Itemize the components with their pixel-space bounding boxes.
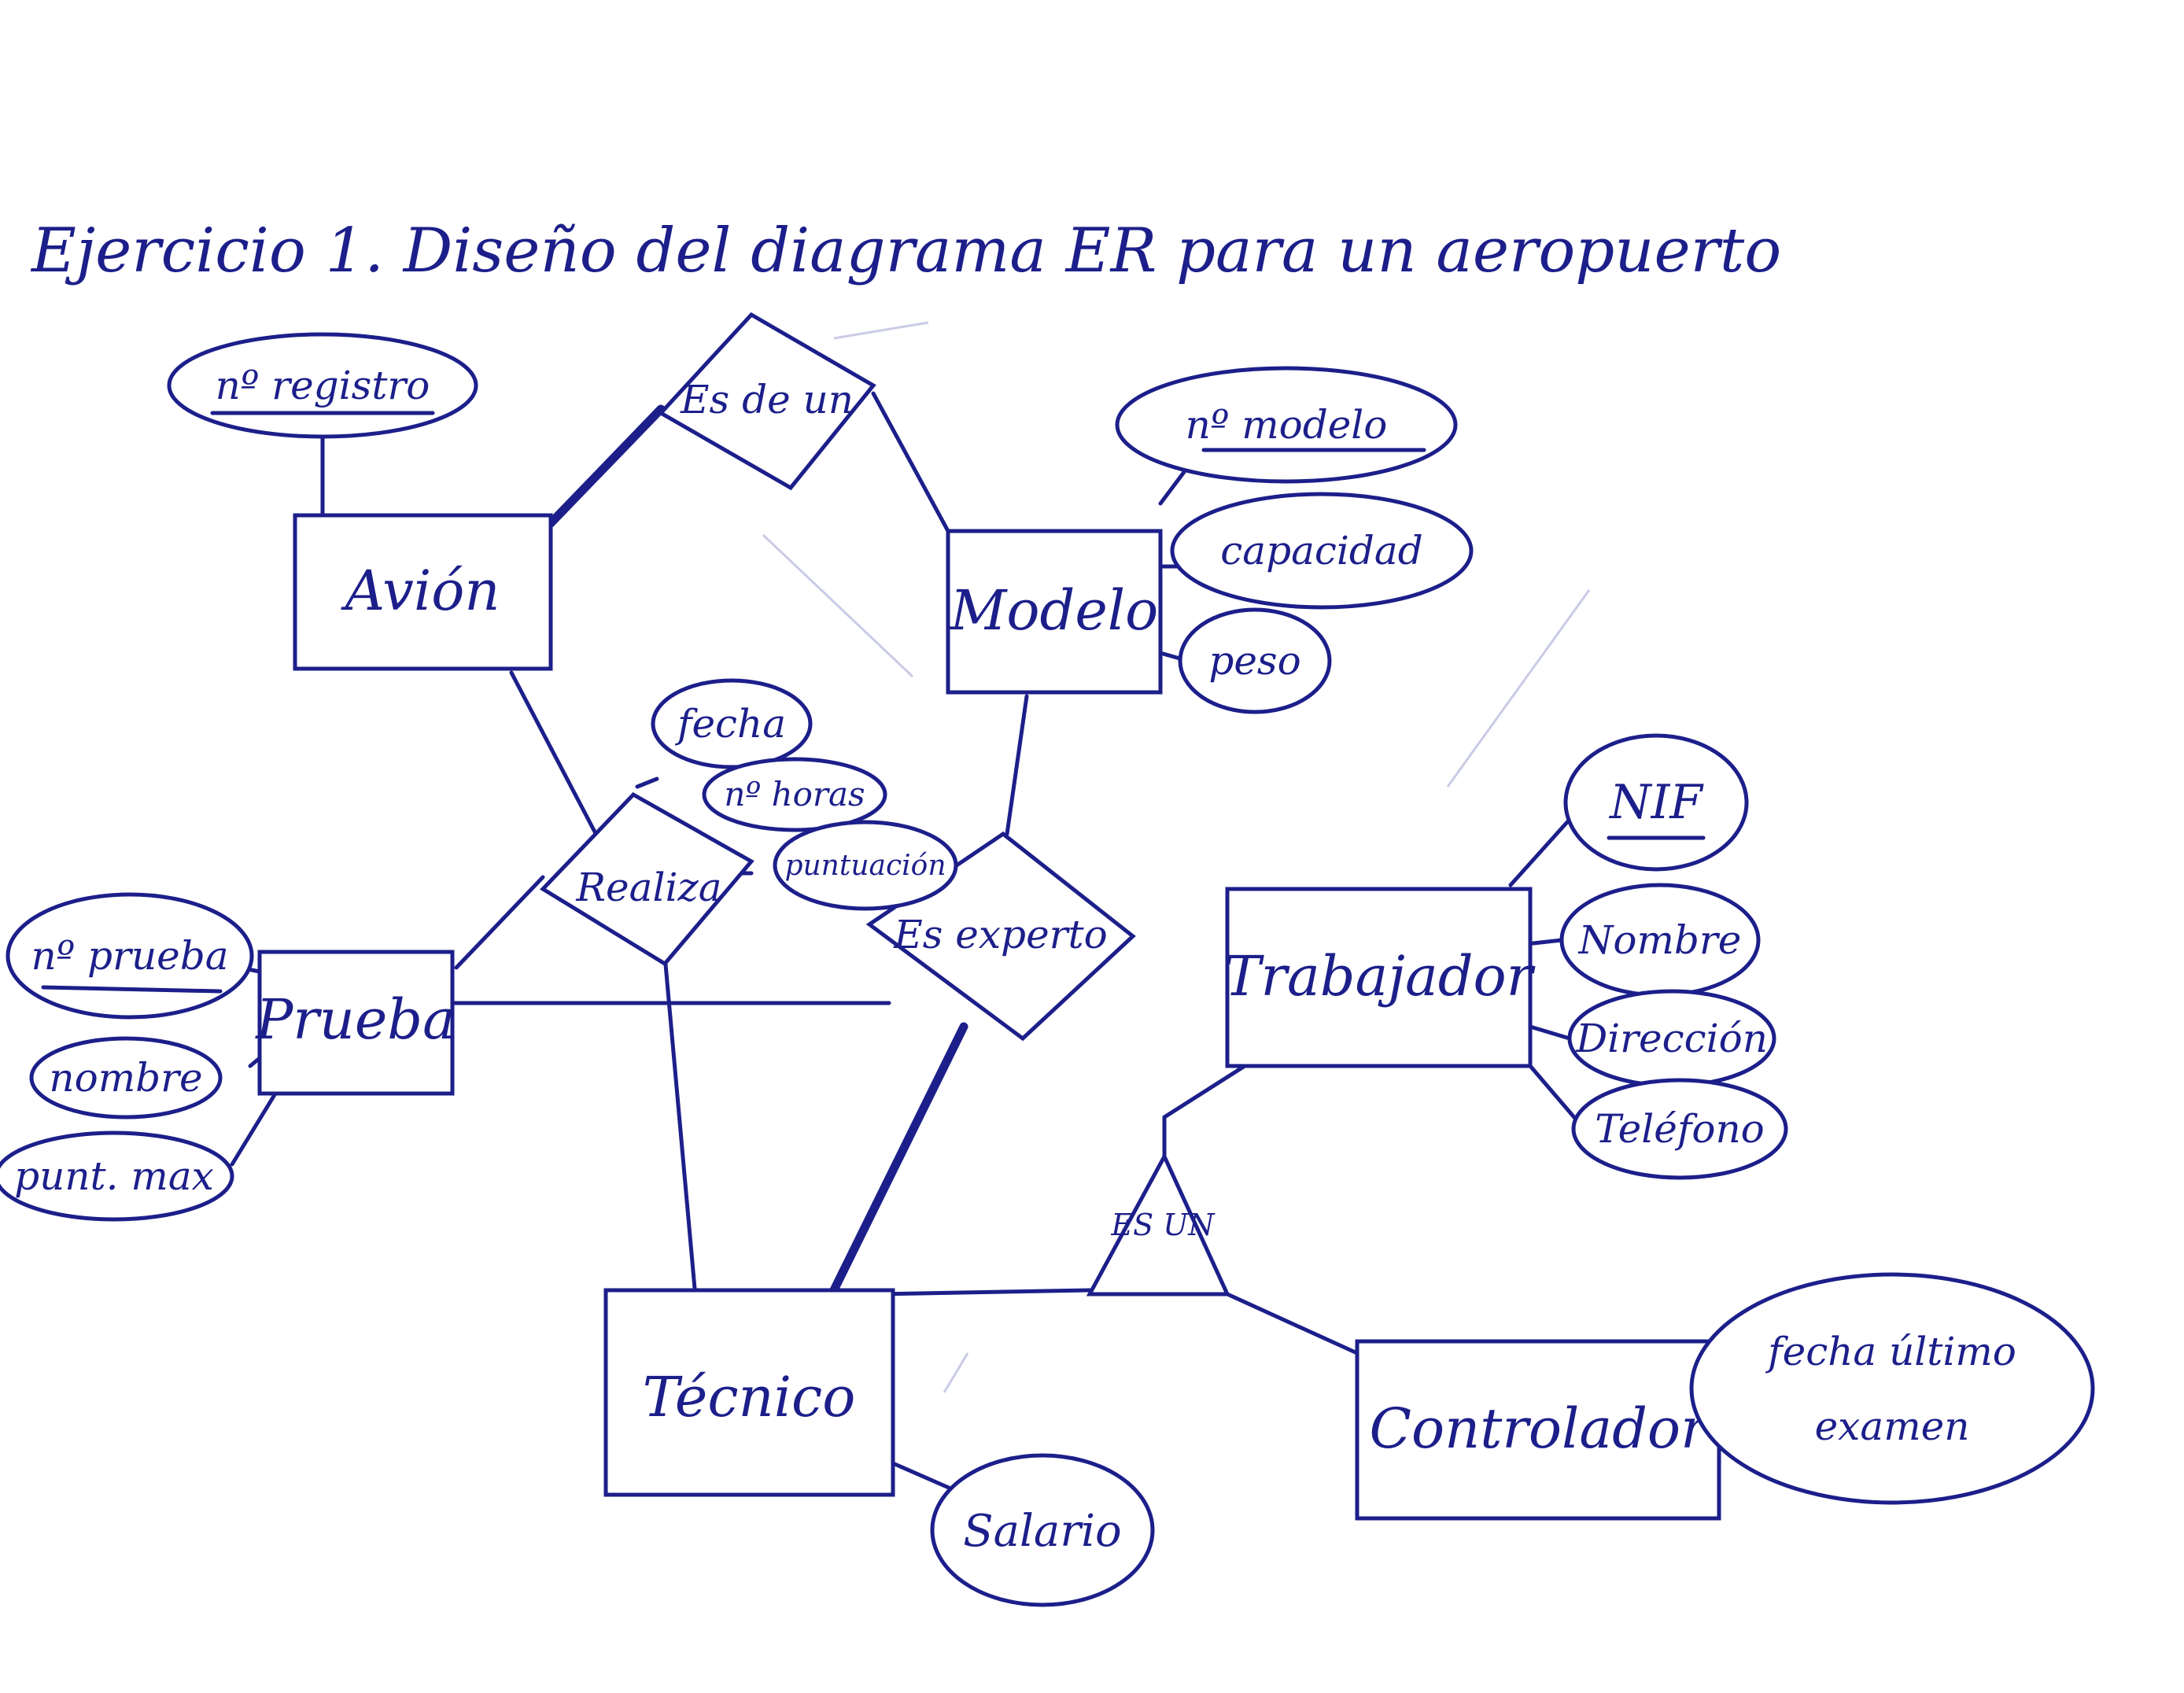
relationship-es-de-un: Es de un [658,312,876,491]
entity-controlador-label: Controlador [1369,1396,1710,1461]
attr-realiza-fecha: fecha [651,678,813,769]
attr-prueba-nombre: nombre [29,1036,223,1119]
entity-tecnico-label: Técnico [643,1365,856,1429]
attr-modelo-peso-label: peso [1208,638,1300,684]
attr-prueba-nombre-label: nombre [49,1055,202,1101]
attr-controlador-fecha-line2: examen [1815,1403,1970,1449]
entity-avion-label: Avión [341,559,500,623]
entity-controlador: Controlador [1355,1339,1721,1521]
attr-trabajador-nombre-label: Nombre [1578,917,1742,963]
attr-modelo-num: nº modelo [1115,366,1458,484]
attr-trabajador-telefono-label: Teléfono [1595,1106,1765,1152]
entity-tecnico: Técnico [603,1288,895,1497]
entity-avion: Avión [293,513,553,671]
isa-triangle: ES UN [1086,1152,1230,1296]
attr-modelo-capacidad-label: capacidad [1220,528,1422,574]
attr-trabajador-direccion-label: Dirección [1575,1016,1768,1061]
attr-prueba-num: nº prueba [6,892,254,1020]
attr-avion-registro-label: nº registro [216,363,430,408]
attr-tecnico-salario-label: Salario [963,1506,1121,1557]
attr-modelo-peso: peso [1178,607,1332,714]
attr-prueba-punt-max: punt. max [0,1131,234,1222]
entity-trabajador-label: Trabajador [1224,944,1536,1009]
entity-trabajador: Trabajador [1224,887,1536,1068]
relationship-es-de-un-label: Es de un [680,377,854,422]
attr-realiza-horas: nº horas [702,757,887,832]
entity-modelo-label: Modelo [949,578,1159,643]
attr-realiza-horas-label: nº horas [724,775,865,813]
attr-prueba-num-label: nº prueba [31,933,228,979]
attr-trabajador-nif: NIF [1563,733,1749,872]
relationship-realiza-label: Realiza [575,865,721,910]
attr-modelo-num-label: nº modelo [1186,402,1388,448]
entity-prueba: Prueba [254,950,456,1096]
entity-modelo: Modelo [946,529,1163,695]
attr-modelo-capacidad: capacidad [1170,492,1474,610]
attr-trabajador-nombre: Nombre [1559,883,1761,998]
attr-prueba-punt-max-label: punt. max [14,1153,214,1199]
relationship-realiza: Realiza [540,791,754,967]
attr-trabajador-nif-label: NIF [1608,775,1704,830]
isa-label: ES UN [1110,1208,1216,1242]
attr-realiza-fecha-label: fecha [674,701,786,747]
attr-tecnico-salario: Salario [930,1453,1155,1607]
attr-trabajador-direccion: Dirección [1567,989,1776,1088]
faint-marks [762,321,1591,1393]
relationship-es-experto-label: Es experto [893,912,1108,957]
connectors [218,391,1776,1493]
attr-realiza-puntuacion-label: puntuación [784,850,946,882]
page-title: Ejercicio 1. Diseño del diagrama ER para… [30,216,1781,286]
attr-realiza-puntuacion: puntuación [773,820,958,911]
attr-avion-registro: nº registro [167,332,478,439]
entity-prueba-label: Prueba [254,987,456,1052]
attr-controlador-fecha-line1: fecha último [1765,1329,2016,1374]
attr-trabajador-telefono: Teléfono [1571,1078,1788,1180]
attr-controlador-fecha: fecha último examen [1689,1272,2095,1505]
